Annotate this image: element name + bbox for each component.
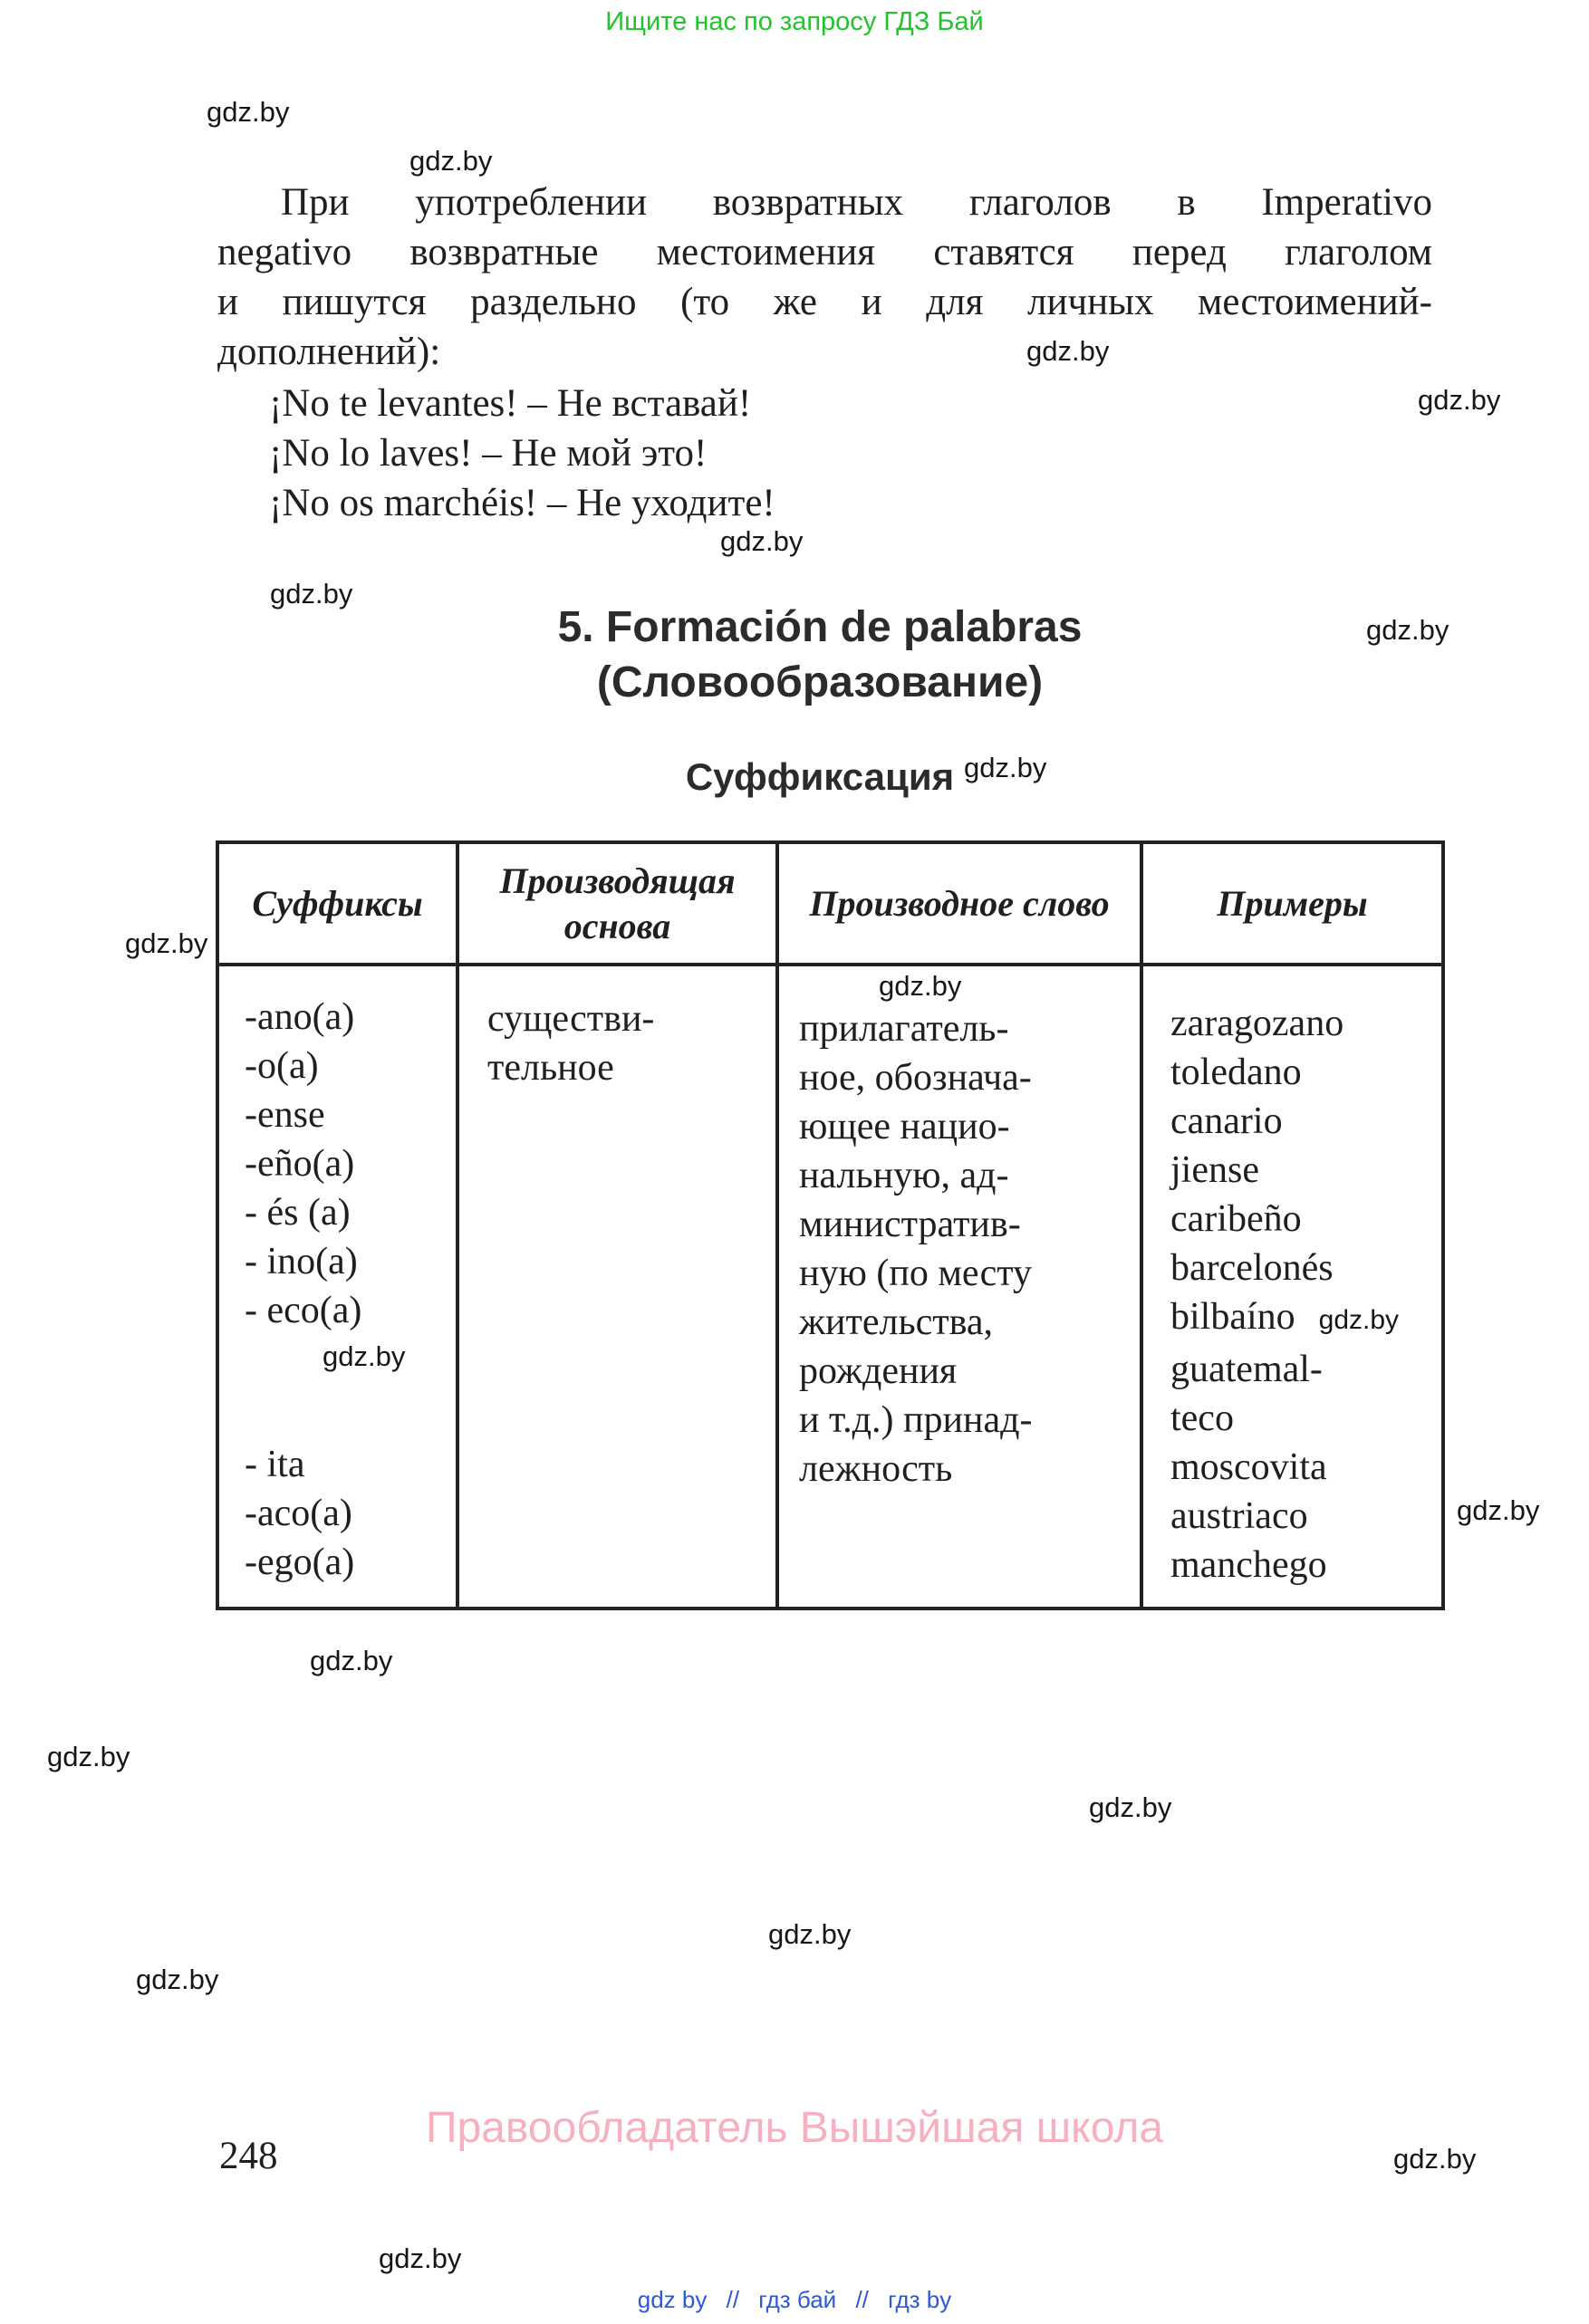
derived-word-line: жительства, [799,1301,994,1343]
section-title: 5. Formación de palabras (Словообразован… [217,600,1422,710]
example-word: moscovita [1170,1446,1327,1488]
derived-word-line: ющее нацио- [799,1106,1010,1148]
gdz-watermark: gdz.by [409,145,493,177]
example-word: austriaco [1170,1495,1308,1537]
copyright-notice: Правообладатель Вышэйшая школа [425,2104,1164,2152]
example-sentence: ¡No te levantes! – Не вставай! [269,382,752,425]
example-word: bilbaíno [1170,1296,1295,1338]
example-word: teco [1170,1397,1234,1439]
table-header-examples: Примеры [1217,882,1368,924]
gdz-watermark: gdz.by [768,1918,852,1950]
suffix-item: -o(a) [245,1045,319,1087]
table-body-row: -ano(a) -o(a) -ense -eño(a) - és (a) - i… [219,966,1441,1607]
paragraph-line: negativo возвратные местоимения ставятся… [217,231,1432,274]
table-cell-examples: zaragozano toledano canario jiense carib… [1143,966,1441,1607]
gdz-watermark: gdz.by [964,752,1047,783]
gdz-watermark: gdz.by [1418,384,1501,416]
derived-word-line: министратив- [799,1204,1021,1245]
gdz-watermark: gdz.by [323,1340,406,1372]
gdz-watermark: gdz.by [1026,335,1110,367]
example-word: jiense [1170,1149,1259,1191]
section-title-line1: 5. Formación de palabras [557,603,1083,651]
example-word: canario [1170,1100,1283,1142]
top-banner: Ищите нас по запросу ГДЗ Бай [605,7,984,36]
section-title-line2: (Словообразование) [596,658,1044,706]
derived-word-line: ную (по месту [799,1253,1033,1294]
gdz-watermark: gdz.by [207,96,290,128]
example-word: manchego [1170,1544,1327,1586]
suffix-item: - eco(a) [245,1290,362,1331]
suffix-item: - és (a) [245,1192,351,1234]
link-separator: // [726,2286,740,2313]
example-word: zaragozano [1170,1003,1344,1044]
gdz-watermark: gdz.by [1393,2143,1477,2175]
suffix-item: - ita [245,1444,305,1485]
page-number: 248 [219,2135,278,2177]
example-sentences: ¡No te levantes! – Не вставай! ¡No lo la… [269,379,775,528]
table-header-derived-word: Производное слово [779,844,1143,963]
example-word: toledano [1170,1052,1302,1093]
derived-word-line: нальную, ад- [799,1155,1009,1196]
gdz-watermark: gdz.by [1366,614,1449,646]
derived-word-line: прилагатель- [799,1008,1009,1050]
gdz-watermark: gdz.by [879,970,962,1002]
gdz-watermark: gdz.by [47,1741,130,1772]
gdz-watermark: gdz.by [379,2242,462,2274]
example-sentence: ¡No lo laves! – Не мой это! [269,432,708,475]
suffix-item: -ano(a) [245,996,355,1038]
suffix-table: Суффиксы Производящая основа Производное… [216,840,1445,1610]
paragraph-line: дополнений): [217,331,441,373]
gdz-watermark: gdz.by [1457,1494,1540,1526]
footer-links: gdz by // гдз бай // гдз by [0,2286,1589,2314]
footer-link[interactable]: гдз бай [758,2286,837,2313]
paragraph-line: и пишутся раздельно (то же и для личных … [217,281,1432,323]
gdz-watermark: gdz.by [310,1645,393,1676]
table-header-row: Суффиксы Производящая основа Производное… [219,844,1441,966]
paragraph-line: При употреблении возвратных глаголов в I… [281,181,1432,224]
example-sentence: ¡No os marchéis! – Не уходите! [269,482,775,524]
section-subtitle: Суффиксация [685,755,955,798]
suffix-item: -ense [245,1094,325,1136]
suffix-item: -ego(a) [245,1541,355,1583]
table-cell-suffixes: -ano(a) -o(a) -ense -eño(a) - és (a) - i… [219,966,459,1607]
intro-paragraph: При употреблении возвратных глаголов в I… [217,178,1432,377]
example-word: guatemal- [1170,1349,1323,1390]
suffix-item: - ino(a) [245,1241,358,1282]
example-word: barcelonés [1170,1247,1334,1289]
suffix-item: -eño(a) [245,1143,355,1185]
derived-word-line: рождения [799,1350,958,1392]
table-header-producing-stem: Производящая основа [459,844,779,963]
suffix-item: -aco(a) [245,1493,352,1534]
derived-word-line: и т.д.) принад- [799,1399,1033,1441]
footer-link[interactable]: gdz by [637,2286,708,2313]
derived-word-line: лежность [799,1448,953,1490]
table-cell-producing-stem: существи- тельное [459,966,779,1607]
stem-line: тельное [487,1047,614,1089]
gdz-watermark: gdz.by [1318,1305,1400,1335]
footer-link[interactable]: гдз by [888,2286,952,2313]
table-header-suffixes: Суффиксы [219,844,459,963]
link-separator: // [855,2286,869,2313]
gdz-watermark: gdz.by [270,578,353,610]
gdz-watermark: gdz.by [125,927,208,959]
stem-line: существи- [487,998,655,1040]
table-cell-derived-word: gdz.by прилагатель- ное, обознача- ющее … [779,966,1143,1607]
example-word: caribeño [1170,1198,1302,1240]
gdz-watermark: gdz.by [136,1964,219,1995]
example-word-with-watermark: bilbaíno gdz.by [1170,1292,1441,1345]
gdz-watermark: gdz.by [720,525,804,557]
gdz-watermark: gdz.by [1089,1791,1172,1823]
derived-word-line: ное, обознача- [799,1057,1032,1099]
